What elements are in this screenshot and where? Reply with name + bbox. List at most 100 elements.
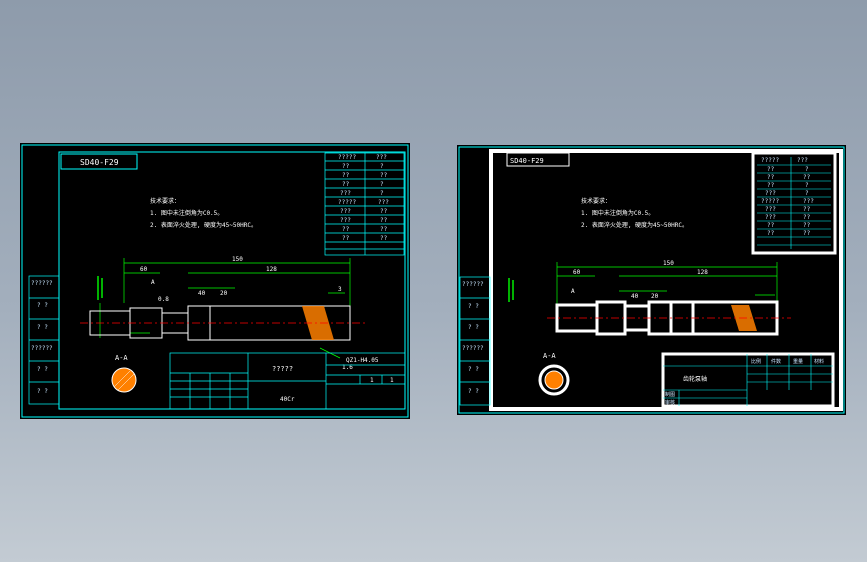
svg-text:3: 3 [338,286,342,293]
revision-table [324,152,405,256]
svg-text:??: ?? [342,235,350,242]
svg-text:150: 150 [663,260,674,267]
svg-text:??????: ?????? [462,281,484,288]
svg-text:??: ?? [342,163,350,170]
dimension-lines [556,262,778,307]
svg-text:???: ??? [340,217,351,224]
outer-border [458,146,845,414]
svg-text:??: ?? [767,230,775,237]
side-label-strip [459,276,491,406]
svg-text:??: ?? [803,214,811,221]
svg-text:???: ??? [376,154,387,161]
svg-text:??: ?? [767,166,775,173]
svg-text:???: ??? [378,199,389,206]
section-aa-core [544,370,564,390]
svg-text:?????: ????? [761,198,779,205]
section-label: A-A [115,354,128,362]
svg-text:??: ?? [767,222,775,229]
title-block-frame [661,352,835,408]
svg-text:???: ??? [765,214,776,221]
svg-text:40: 40 [198,290,206,297]
svg-text:???: ??? [340,190,351,197]
drawing-canvas-left: SD40-F29 ???????? ??? ???? ??? ???? ????… [21,144,409,418]
svg-text:20: 20 [651,293,659,300]
tech-requirement-2: 2. 表面淬火处理, 硬度为45~50HRC。 [581,221,688,229]
part-number: SD40-F29 [80,158,119,167]
svg-text:??????: ?????? [462,345,484,352]
svg-text:??: ?? [803,222,811,229]
section-aa-view [111,367,137,393]
svg-text:???: ??? [340,208,351,215]
svg-text:?: ? [380,163,384,170]
section-label: A-A [543,352,556,360]
svg-text:A: A [151,279,155,286]
svg-text:?????: ????? [338,199,356,206]
title-col-label: 审核 [665,399,675,406]
tech-requirements-title: 技术要求： [150,197,180,205]
title-row-label: 件数 [771,358,781,365]
svg-text:?????: ????? [338,154,356,161]
drawing-canvas-right: SD40-F29 ???????? ??? ???? ??? ???? ????… [458,146,845,414]
title-scale-b: 1 [390,377,394,384]
part-number-box [506,152,570,167]
tech-requirement-2: 2. 表面淬火处理, 硬度为45~50HRC。 [150,221,257,229]
svg-text:?: ? [380,181,384,188]
title-material: 40Cr [280,396,295,403]
svg-text:?: ? [805,182,809,189]
svg-text:??: ?? [767,182,775,189]
revision-table [757,157,831,249]
title-block-grid [169,352,406,410]
svg-text:??: ?? [380,208,388,215]
svg-text:1.6: 1.6 [342,364,353,371]
svg-text:? ?: ? ? [468,324,479,331]
svg-text:??: ?? [380,217,388,224]
svg-text:? ?: ? ? [37,388,48,395]
svg-text:??: ?? [803,174,811,181]
svg-text:20: 20 [220,290,228,297]
svg-text:??: ?? [342,181,350,188]
svg-text:150: 150 [232,256,243,263]
svg-text:A: A [571,288,575,295]
svg-text:??: ?? [342,172,350,179]
tech-requirement-1: 1. 图中未注倒角为C0.5。 [150,209,223,217]
section-aa-view [538,364,570,396]
svg-text:? ?: ? ? [37,366,48,373]
drawing-sheet-left[interactable]: SD40-F29 ???????? ??? ???? ??? ???? ????… [20,143,410,419]
tech-requirement-1: 1. 图中未注倒角为C0.5。 [581,209,654,217]
svg-text:? ?: ? ? [468,303,479,310]
outer-border [21,144,409,418]
title-part-name: ????? [272,365,293,373]
svg-text:?: ? [805,190,809,197]
tech-requirements-title: 技术要求： [581,197,611,205]
section-hatch-lines [113,370,135,391]
title-row-label: 材料 [814,358,824,365]
svg-text:???: ??? [803,198,814,205]
svg-text:? ?: ? ? [468,366,479,373]
svg-text:? ?: ? ? [468,388,479,395]
side-labels: ?????? ? ? ? ? ?????? ? ? ? ? [462,281,484,395]
vertical-dimension-marks [508,278,514,302]
inner-border-highlight [489,149,843,411]
drawing-sheet-right[interactable]: SD40-F29 ???????? ??? ???? ??? ???? ????… [457,145,846,415]
svg-text:? ?: ? ? [37,302,48,309]
vertical-dimension-marks [97,276,103,300]
svg-text:???: ??? [765,206,776,213]
title-row-label: 比例 [751,358,761,365]
revision-table-marks: ???????? ??? ???? ??? ???? ???????? ????… [338,154,389,242]
svg-text:128: 128 [266,266,277,273]
title-part-name: 齿轮泵轴 [683,375,707,383]
side-labels: ?????? ? ? ? ? ?????? ? ? ? ? [31,280,53,395]
spline-hatch [302,306,334,340]
svg-text:0.8: 0.8 [158,296,169,303]
side-label-strip [28,275,60,405]
title-block-grid [663,354,833,406]
svg-text:??: ?? [380,172,388,179]
svg-text:??: ?? [803,206,811,213]
svg-text:40: 40 [631,293,639,300]
svg-text:??????: ?????? [31,345,53,352]
revision-table-frame [751,151,837,255]
dimension-lines [99,258,351,359]
svg-text:??: ?? [380,226,388,233]
svg-text:?????: ????? [761,157,779,164]
title-scale-a: 1 [370,377,374,384]
